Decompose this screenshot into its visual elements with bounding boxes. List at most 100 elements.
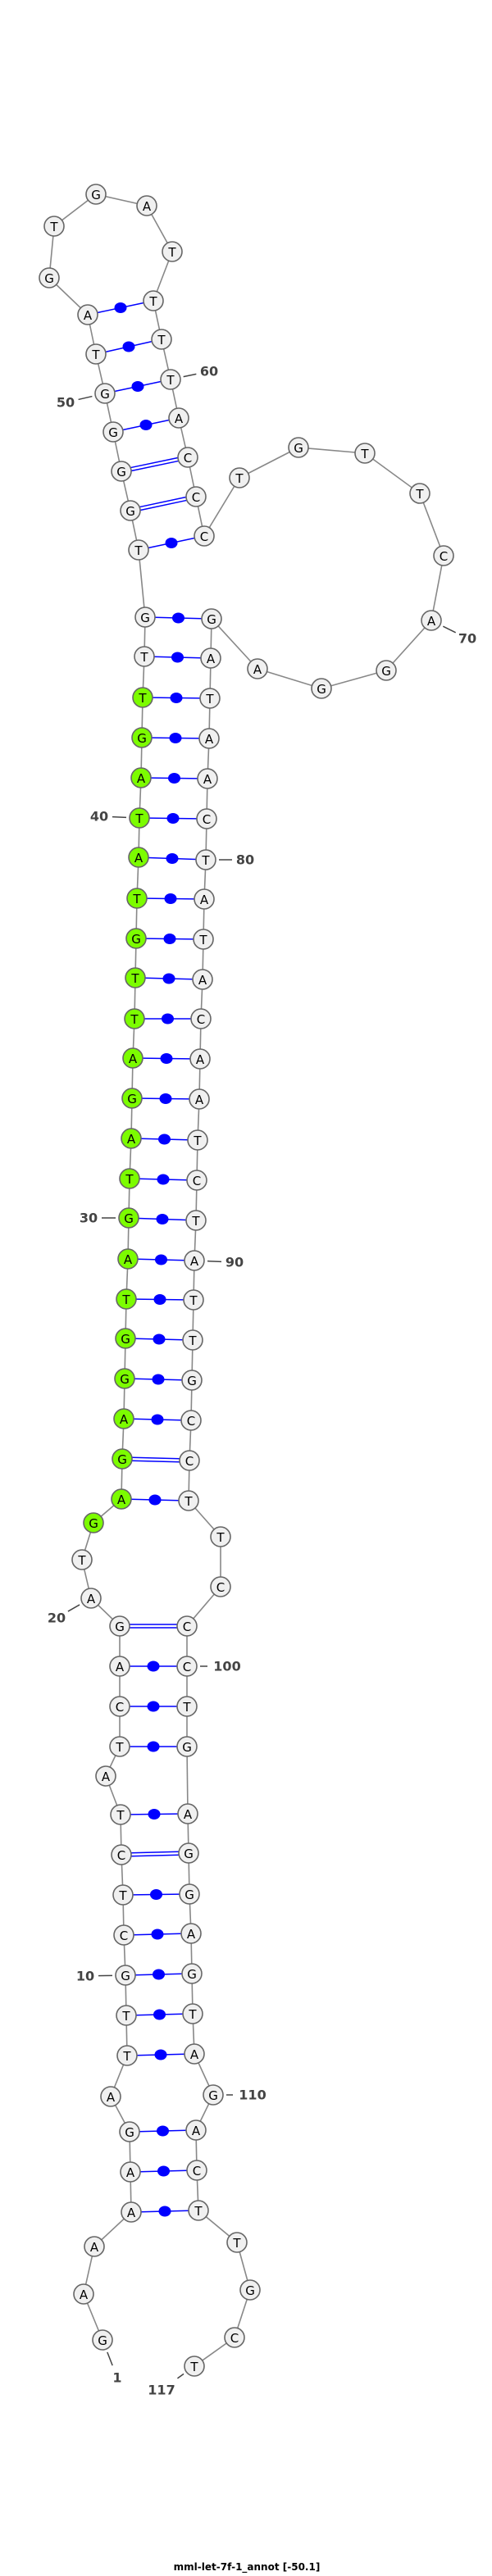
nucleotide-60: T <box>160 369 181 390</box>
bond-dot <box>139 420 153 430</box>
nucleotide-63: C <box>185 486 207 507</box>
nucleotide-letter: G <box>121 1332 130 1347</box>
nucleotide-circle <box>92 2329 113 2351</box>
base-pair-13-104 <box>130 1851 180 1857</box>
label-tick <box>107 2351 113 2366</box>
nucleotide-circle <box>128 847 149 868</box>
nucleotide-circle <box>194 525 215 547</box>
nucleotide-112: C <box>186 2160 207 2181</box>
nucleotide-circle <box>162 241 183 262</box>
nucleotide-66: G <box>288 437 309 458</box>
nucleotide-46: T <box>128 539 149 561</box>
nucleotide-116: C <box>224 2327 245 2348</box>
nucleotide-letter: T <box>118 1888 127 1903</box>
bond-dot <box>153 2009 166 2020</box>
nucleotide-letter: T <box>198 933 207 947</box>
nucleotide-30: G <box>118 1207 139 1229</box>
base-pair-14-103 <box>130 1809 179 1820</box>
nucleotide-21: T <box>71 1549 93 1570</box>
position-label-50: 50 <box>57 395 75 411</box>
nucleotide-circle <box>116 1288 137 1310</box>
nucleotide-circle <box>83 1512 104 1533</box>
nucleotide-96: T <box>178 1490 199 1511</box>
nucleotide-letter: G <box>317 682 326 697</box>
nucleotide-82: T <box>193 929 214 950</box>
nucleotide-letter: A <box>134 851 144 865</box>
nucleotide-17: C <box>109 1696 130 1717</box>
base-pair-33-86 <box>141 1093 190 1104</box>
position-label-20: 20 <box>48 1611 66 1626</box>
nucleotide-letter: A <box>126 2165 135 2180</box>
base-pair-32-87 <box>140 1134 189 1145</box>
nucleotide-letter: G <box>187 1374 197 1388</box>
nucleotide-108: T <box>182 2003 203 2024</box>
nucleotide-32: A <box>121 1128 142 1149</box>
nucleotide-circle <box>193 929 214 950</box>
bond-dot <box>164 893 177 904</box>
nucleotide-letter: C <box>184 451 192 466</box>
nucleotide-76: T <box>199 688 221 709</box>
nucleotide-letter: T <box>134 543 143 558</box>
nucleotide-circle <box>109 1656 130 1677</box>
nucleotide-circle <box>421 610 442 631</box>
nucleotide-circle <box>186 1170 207 1191</box>
nucleotide-circle <box>119 2121 140 2142</box>
nucleotide-72: G <box>311 678 332 699</box>
base-pair-29-90 <box>137 1254 185 1265</box>
nucleotide-circle <box>197 768 218 789</box>
label-tick <box>176 2373 184 2379</box>
bond-dot <box>166 853 179 864</box>
bond-dot <box>151 1929 164 1940</box>
nucleotide-letter: T <box>132 892 141 906</box>
bond-dot <box>148 1809 161 1820</box>
nucleotide-letter: A <box>120 1412 129 1427</box>
nucleotide-9: T <box>116 2005 137 2026</box>
nucleotide-letter: A <box>87 1592 96 1606</box>
nucleotide-59: T <box>151 329 172 350</box>
base-pair-10-107 <box>134 1969 183 1980</box>
nucleotide-letter: G <box>44 271 54 286</box>
base-pair-18-100 <box>130 1661 177 1672</box>
nucleotide-10: G <box>115 1965 136 1986</box>
base-pair-11-106 <box>133 1929 182 1940</box>
base-pair-6-111 <box>139 2125 187 2137</box>
nucleotide-circle <box>203 2084 224 2106</box>
nucleotide-circle <box>183 1289 204 1311</box>
bond-dot <box>172 612 184 624</box>
nucleotide-letter: G <box>117 1452 127 1467</box>
nucleotide-53: G <box>39 267 60 288</box>
base-pair-19-99 <box>130 1624 177 1629</box>
nucleotide-circle <box>100 2086 121 2107</box>
nucleotide-letter: A <box>124 1252 133 1267</box>
nucleotide-68: T <box>409 483 430 504</box>
nucleotide-letter: A <box>84 308 93 323</box>
bond-dot <box>153 1333 166 1345</box>
nucleotide-letter: T <box>166 373 175 388</box>
nucleotide-circle <box>110 1804 131 1825</box>
nucleotide-11: C <box>113 1924 134 1946</box>
bond-dot <box>153 1969 165 1980</box>
nucleotide-89: T <box>185 1210 207 1231</box>
nucleotide-circle <box>185 486 207 507</box>
nucleotide-circle <box>187 1129 208 1151</box>
nucleotide-letter: G <box>381 664 391 679</box>
base-pair-17-101 <box>130 1701 177 1712</box>
nucleotide-91: T <box>183 1289 204 1311</box>
nucleotide-4: A <box>121 2201 142 2223</box>
nucleotide-36: T <box>125 967 146 988</box>
gc-bond-line <box>131 460 179 472</box>
nucleotide-circle <box>190 1008 212 1029</box>
nucleotide-letter: T <box>157 333 166 348</box>
position-label-10: 10 <box>76 1969 94 1984</box>
bond-dot <box>156 1214 169 1224</box>
gc-bond-line <box>132 1456 180 1460</box>
bond-dot <box>157 2165 170 2177</box>
nucleotide-circle <box>224 2327 245 2348</box>
gc-bond-line <box>131 1854 180 1857</box>
nucleotide-letter: C <box>183 1660 191 1674</box>
nucleotide-circle <box>115 1328 136 1349</box>
bond-dot <box>147 1661 160 1672</box>
nucleotide-letter: T <box>167 245 176 260</box>
nucleotide-43: T <box>132 687 153 708</box>
nucleotide-circle <box>132 687 153 708</box>
